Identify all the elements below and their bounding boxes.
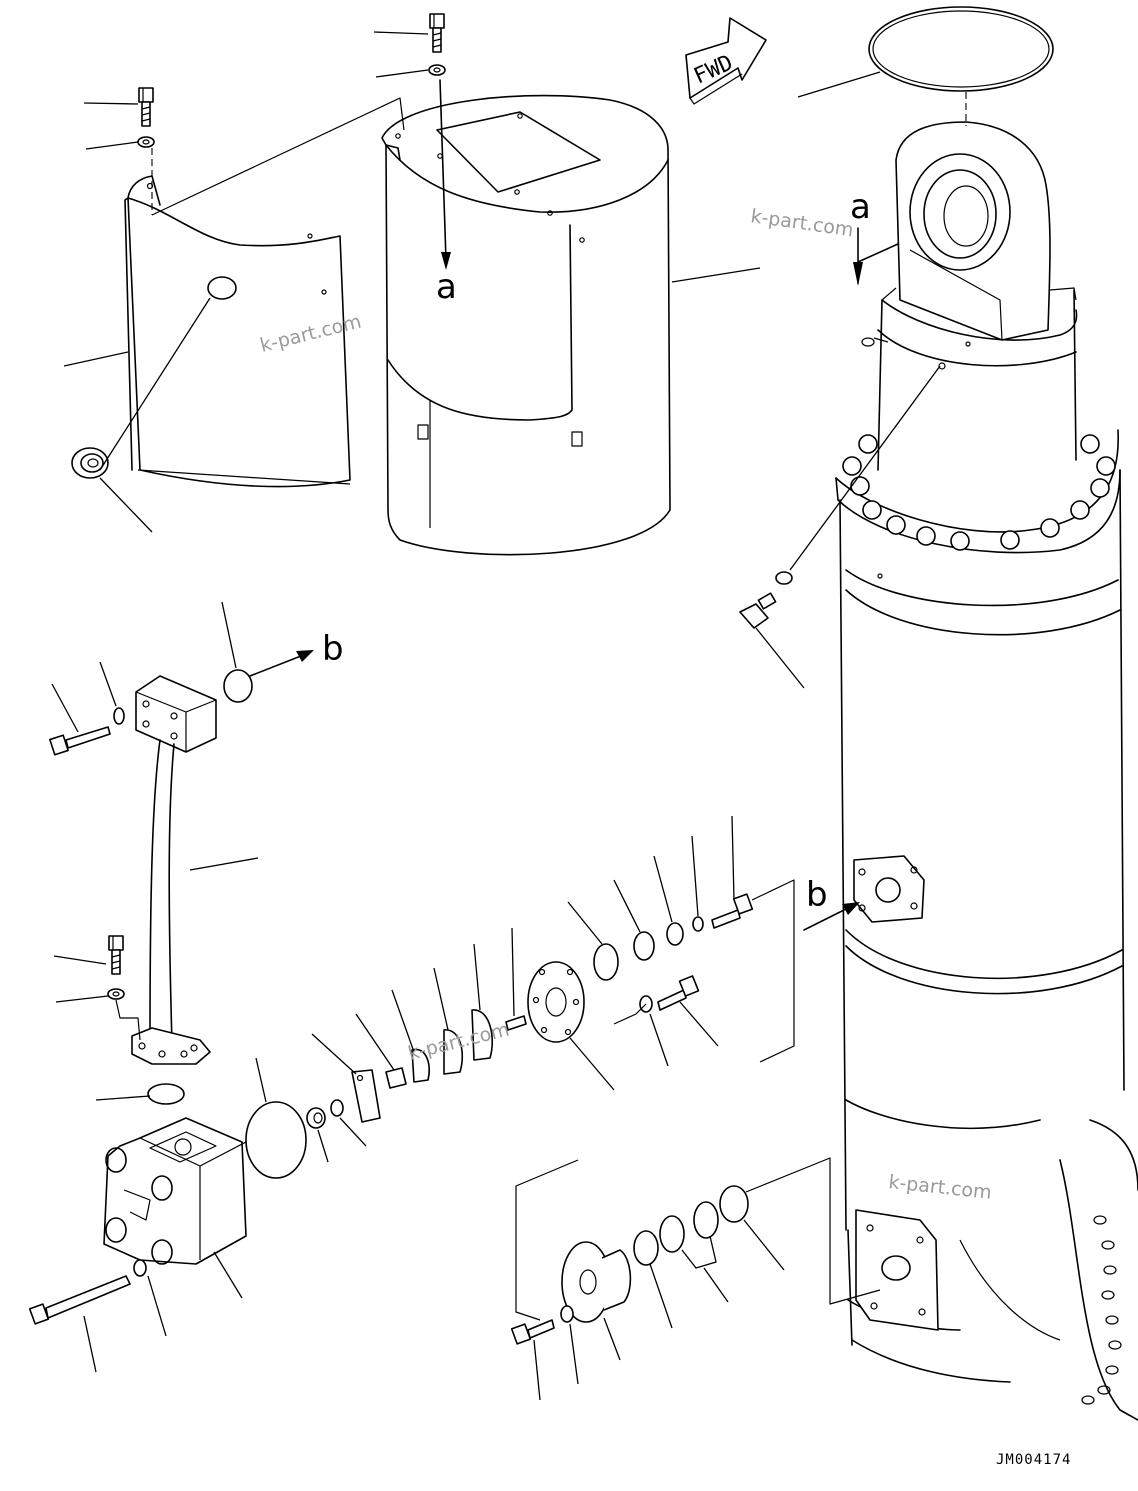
valve-body (103, 1117, 247, 1265)
hydraulic-cylinder (835, 121, 1138, 1421)
disc-plate (527, 961, 585, 1043)
pipe-flange-bottom (131, 1027, 211, 1065)
bolt-pipe-left (49, 726, 111, 756)
gasket-large (245, 1101, 307, 1179)
washer-pipe-left (113, 707, 125, 725)
shim-3 (666, 922, 684, 946)
plug-nut-left (71, 447, 109, 479)
bolt-disc-mid (657, 975, 700, 1011)
washer-small-1 (330, 1099, 344, 1117)
watermark: k-part.com (887, 1171, 992, 1204)
o-ring-1 (633, 1230, 659, 1266)
view-label-b-left: b (322, 629, 344, 669)
bolt-top-left (138, 87, 154, 127)
bolt-pipe-bottom (108, 935, 124, 975)
washer-pipe-bottom (107, 988, 125, 1000)
o-ring-2 (719, 1185, 749, 1223)
seal-ring-top (868, 6, 1054, 92)
bolt-plug (510, 1319, 555, 1345)
washer-top-center (428, 64, 446, 76)
trunnion-holes (1081, 1215, 1122, 1405)
plate-small (351, 1069, 381, 1123)
nut-small (306, 1107, 326, 1129)
fwd-arrow-icon: FWD (685, 17, 767, 105)
bolt-top-center (429, 13, 445, 53)
pipe-tube (149, 739, 175, 1045)
o-ring-lower (147, 1083, 185, 1105)
watermark: k-part.com (749, 205, 855, 241)
view-label-b-right: b (806, 875, 828, 915)
watermark: k-part.com (258, 310, 364, 356)
washer-plug (560, 1305, 574, 1323)
o-ring-b (223, 669, 253, 703)
backup-ring-1 (659, 1215, 685, 1253)
shim-2 (633, 931, 655, 961)
long-bolt (28, 1275, 131, 1325)
view-label-a-right: a (850, 187, 871, 227)
half-disc-3 (471, 1009, 494, 1061)
washer-top-left (137, 136, 155, 148)
half-disc-1 (411, 1048, 430, 1083)
grease-fitting (739, 592, 777, 629)
half-disc-2 (443, 1029, 464, 1075)
view-label-a-top: a (436, 267, 457, 307)
drawing-code: JM004174 (996, 1452, 1071, 1468)
flange-bolts (842, 434, 1116, 551)
shim-1 (593, 943, 619, 981)
cover-left (124, 175, 351, 488)
pin (505, 1015, 527, 1031)
backup-ring-2 (693, 1201, 719, 1239)
plug-cap (561, 1241, 632, 1323)
washer-valve (133, 1259, 147, 1277)
key-plate (385, 1067, 407, 1089)
grease-washer (775, 571, 793, 585)
pipe-flange-top (135, 675, 217, 753)
washer-small-2 (692, 916, 704, 932)
bolt-disc-top (711, 893, 754, 929)
cover-center (381, 94, 671, 556)
